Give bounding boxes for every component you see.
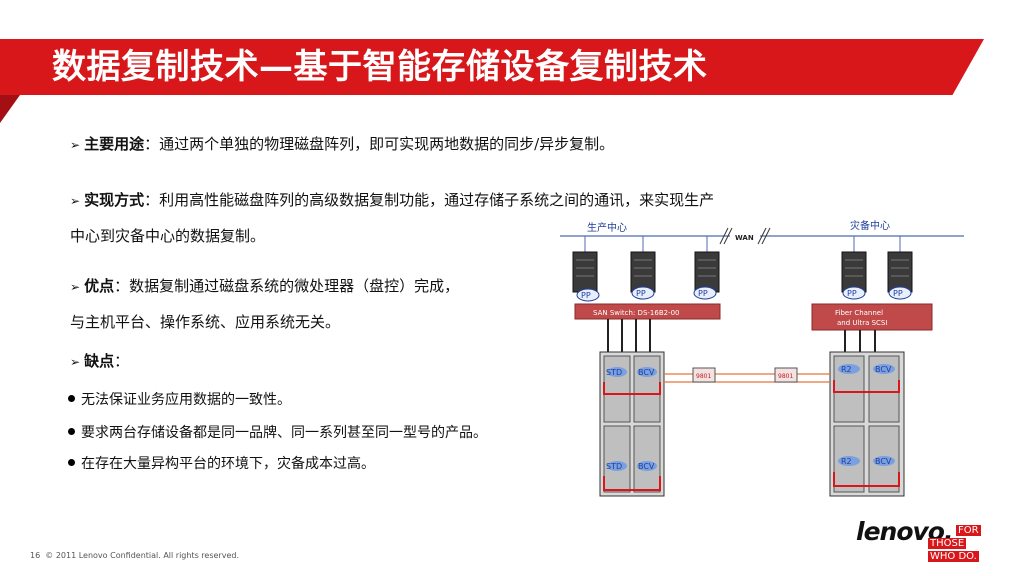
cons-item: 无法保证业务应用数据的一致性。 bbox=[68, 390, 291, 410]
svg-text:PP: PP bbox=[636, 289, 646, 298]
title-corner-accent bbox=[0, 95, 20, 123]
cons-item: 要求两台存储设备都是同一品牌、同一系列甚至同一型号的产品。 bbox=[68, 423, 487, 443]
logo-tag-for: FOR bbox=[956, 525, 981, 536]
production-center-label: 生产中心 bbox=[587, 221, 627, 234]
local-copy-bracket bbox=[603, 382, 661, 395]
cons-item: 在存在大量异构平台的环境下，灾备成本过高。 bbox=[68, 454, 375, 474]
bullet-implementation: ➢实现方式：利用高性能磁盘阵列的高级数据复制功能，通过存储子系统之间的通讯，来实… bbox=[70, 189, 714, 212]
svg-text:PP: PP bbox=[698, 289, 708, 298]
dot-bullet-icon bbox=[68, 395, 75, 402]
arrow-bullet-icon: ➢ bbox=[70, 355, 81, 369]
bcv-label: BCV bbox=[638, 462, 655, 471]
bullet-label: 优点 bbox=[84, 277, 115, 295]
ultra-scsi-label: and Ultra SCSI bbox=[837, 319, 887, 327]
bullet-text: ：数据复制通过磁盘系统的微处理器（盘控）完成， bbox=[114, 277, 460, 295]
lenovo-logo: lenovo. FOR THOSE WHO DO. bbox=[856, 515, 1006, 565]
svg-text:PP: PP bbox=[847, 289, 857, 298]
r2-label: R2 bbox=[841, 365, 852, 374]
bcv-label: BCV bbox=[875, 457, 892, 466]
bullet-usage: ➢主要用途：通过两个单独的物理磁盘阵列，即可实现两地数据的同步/异步复制。 bbox=[70, 133, 614, 156]
disaster-storage-array bbox=[829, 351, 905, 497]
dot-bullet-icon bbox=[68, 428, 75, 435]
device-label: 9801 bbox=[696, 373, 711, 380]
device-label: 9801 bbox=[778, 373, 793, 380]
title-bar bbox=[0, 39, 984, 95]
bullet-label: 实现方式 bbox=[84, 191, 145, 209]
fiber-channel-label: Fiber Channel bbox=[835, 309, 883, 317]
dot-bullet-icon bbox=[68, 459, 75, 466]
pp-badge: PP bbox=[631, 286, 655, 300]
arrow-bullet-icon: ➢ bbox=[70, 280, 81, 294]
svg-text:PP: PP bbox=[893, 289, 903, 298]
cons-item-text: 要求两台存储设备都是同一品牌、同一系列甚至同一型号的产品。 bbox=[81, 425, 487, 441]
server-icon bbox=[841, 251, 867, 293]
arrow-bullet-icon: ➢ bbox=[70, 138, 81, 152]
bullet-advantages: ➢优点：数据复制通过磁盘系统的微处理器（盘控）完成， bbox=[70, 275, 459, 298]
cons-item-text: 无法保证业务应用数据的一致性。 bbox=[81, 392, 291, 408]
server-icon bbox=[572, 251, 598, 293]
disaster-center-label: 灾备中心 bbox=[850, 219, 890, 232]
pp-badge: PP bbox=[693, 286, 717, 300]
network-device-icon bbox=[692, 367, 716, 383]
arrow-bullet-icon: ➢ bbox=[70, 194, 81, 208]
server-icon bbox=[630, 251, 656, 293]
slide-title: 数据复制技术—基于智能存储设备复制技术 bbox=[52, 47, 708, 87]
production-storage-array bbox=[599, 351, 665, 497]
bcv-label: BCV bbox=[638, 368, 655, 377]
fiber-channel-switch bbox=[811, 303, 933, 331]
server-icon bbox=[694, 251, 720, 293]
logo-tag-those: THOSE bbox=[928, 538, 967, 549]
server-icon bbox=[887, 251, 913, 293]
page-number: 16 bbox=[30, 551, 41, 560]
bullet-disadvantages: ➢缺点： bbox=[70, 350, 129, 373]
remote-copy-bracket bbox=[833, 380, 900, 393]
bcv-label: BCV bbox=[875, 365, 892, 374]
bullet-implementation-cont: 中心到灾备中心的数据复制。 bbox=[70, 227, 266, 245]
svg-text:PP: PP bbox=[581, 291, 591, 300]
san-switch-label: SAN Switch: DS-16B2-00 bbox=[593, 309, 680, 317]
bullet-advantages-cont: 与主机平台、操作系统、应用系统无关。 bbox=[70, 313, 341, 331]
pp-badge: PP bbox=[576, 288, 600, 302]
network-device-icon bbox=[774, 367, 798, 383]
replication-diagram: WAN 生产中心 灾备中心 PP PP PP PP PP SAN Switch:… bbox=[560, 219, 964, 497]
copyright-text: © 2011 Lenovo Confidential. All rights r… bbox=[45, 551, 239, 560]
pp-badge: PP bbox=[842, 286, 866, 300]
footer: 16 © 2011 Lenovo Confidential. All right… bbox=[30, 551, 239, 560]
pp-badge: PP bbox=[888, 286, 912, 300]
r2-label: R2 bbox=[841, 457, 852, 466]
bullet-text: ： bbox=[114, 352, 130, 370]
bullet-text: ：利用高性能磁盘阵列的高级数据复制功能，通过存储子系统之间的通讯，来实现生产 bbox=[144, 191, 715, 209]
std-label: STD bbox=[606, 368, 622, 377]
wan-break-icon bbox=[719, 227, 729, 245]
bullet-text: ：通过两个单独的物理磁盘阵列，即可实现两地数据的同步/异步复制。 bbox=[144, 135, 615, 153]
cons-item-text: 在存在大量异构平台的环境下，灾备成本过高。 bbox=[81, 456, 375, 472]
local-copy-bracket bbox=[603, 476, 661, 491]
std-label: STD bbox=[606, 462, 622, 471]
logo-tag-who-do: WHO DO. bbox=[928, 551, 979, 562]
remote-copy-bracket bbox=[833, 472, 900, 487]
wan-label: WAN bbox=[735, 234, 754, 242]
bullet-label: 主要用途 bbox=[84, 135, 145, 153]
bullet-label: 缺点 bbox=[84, 352, 115, 370]
san-switch bbox=[574, 303, 721, 320]
